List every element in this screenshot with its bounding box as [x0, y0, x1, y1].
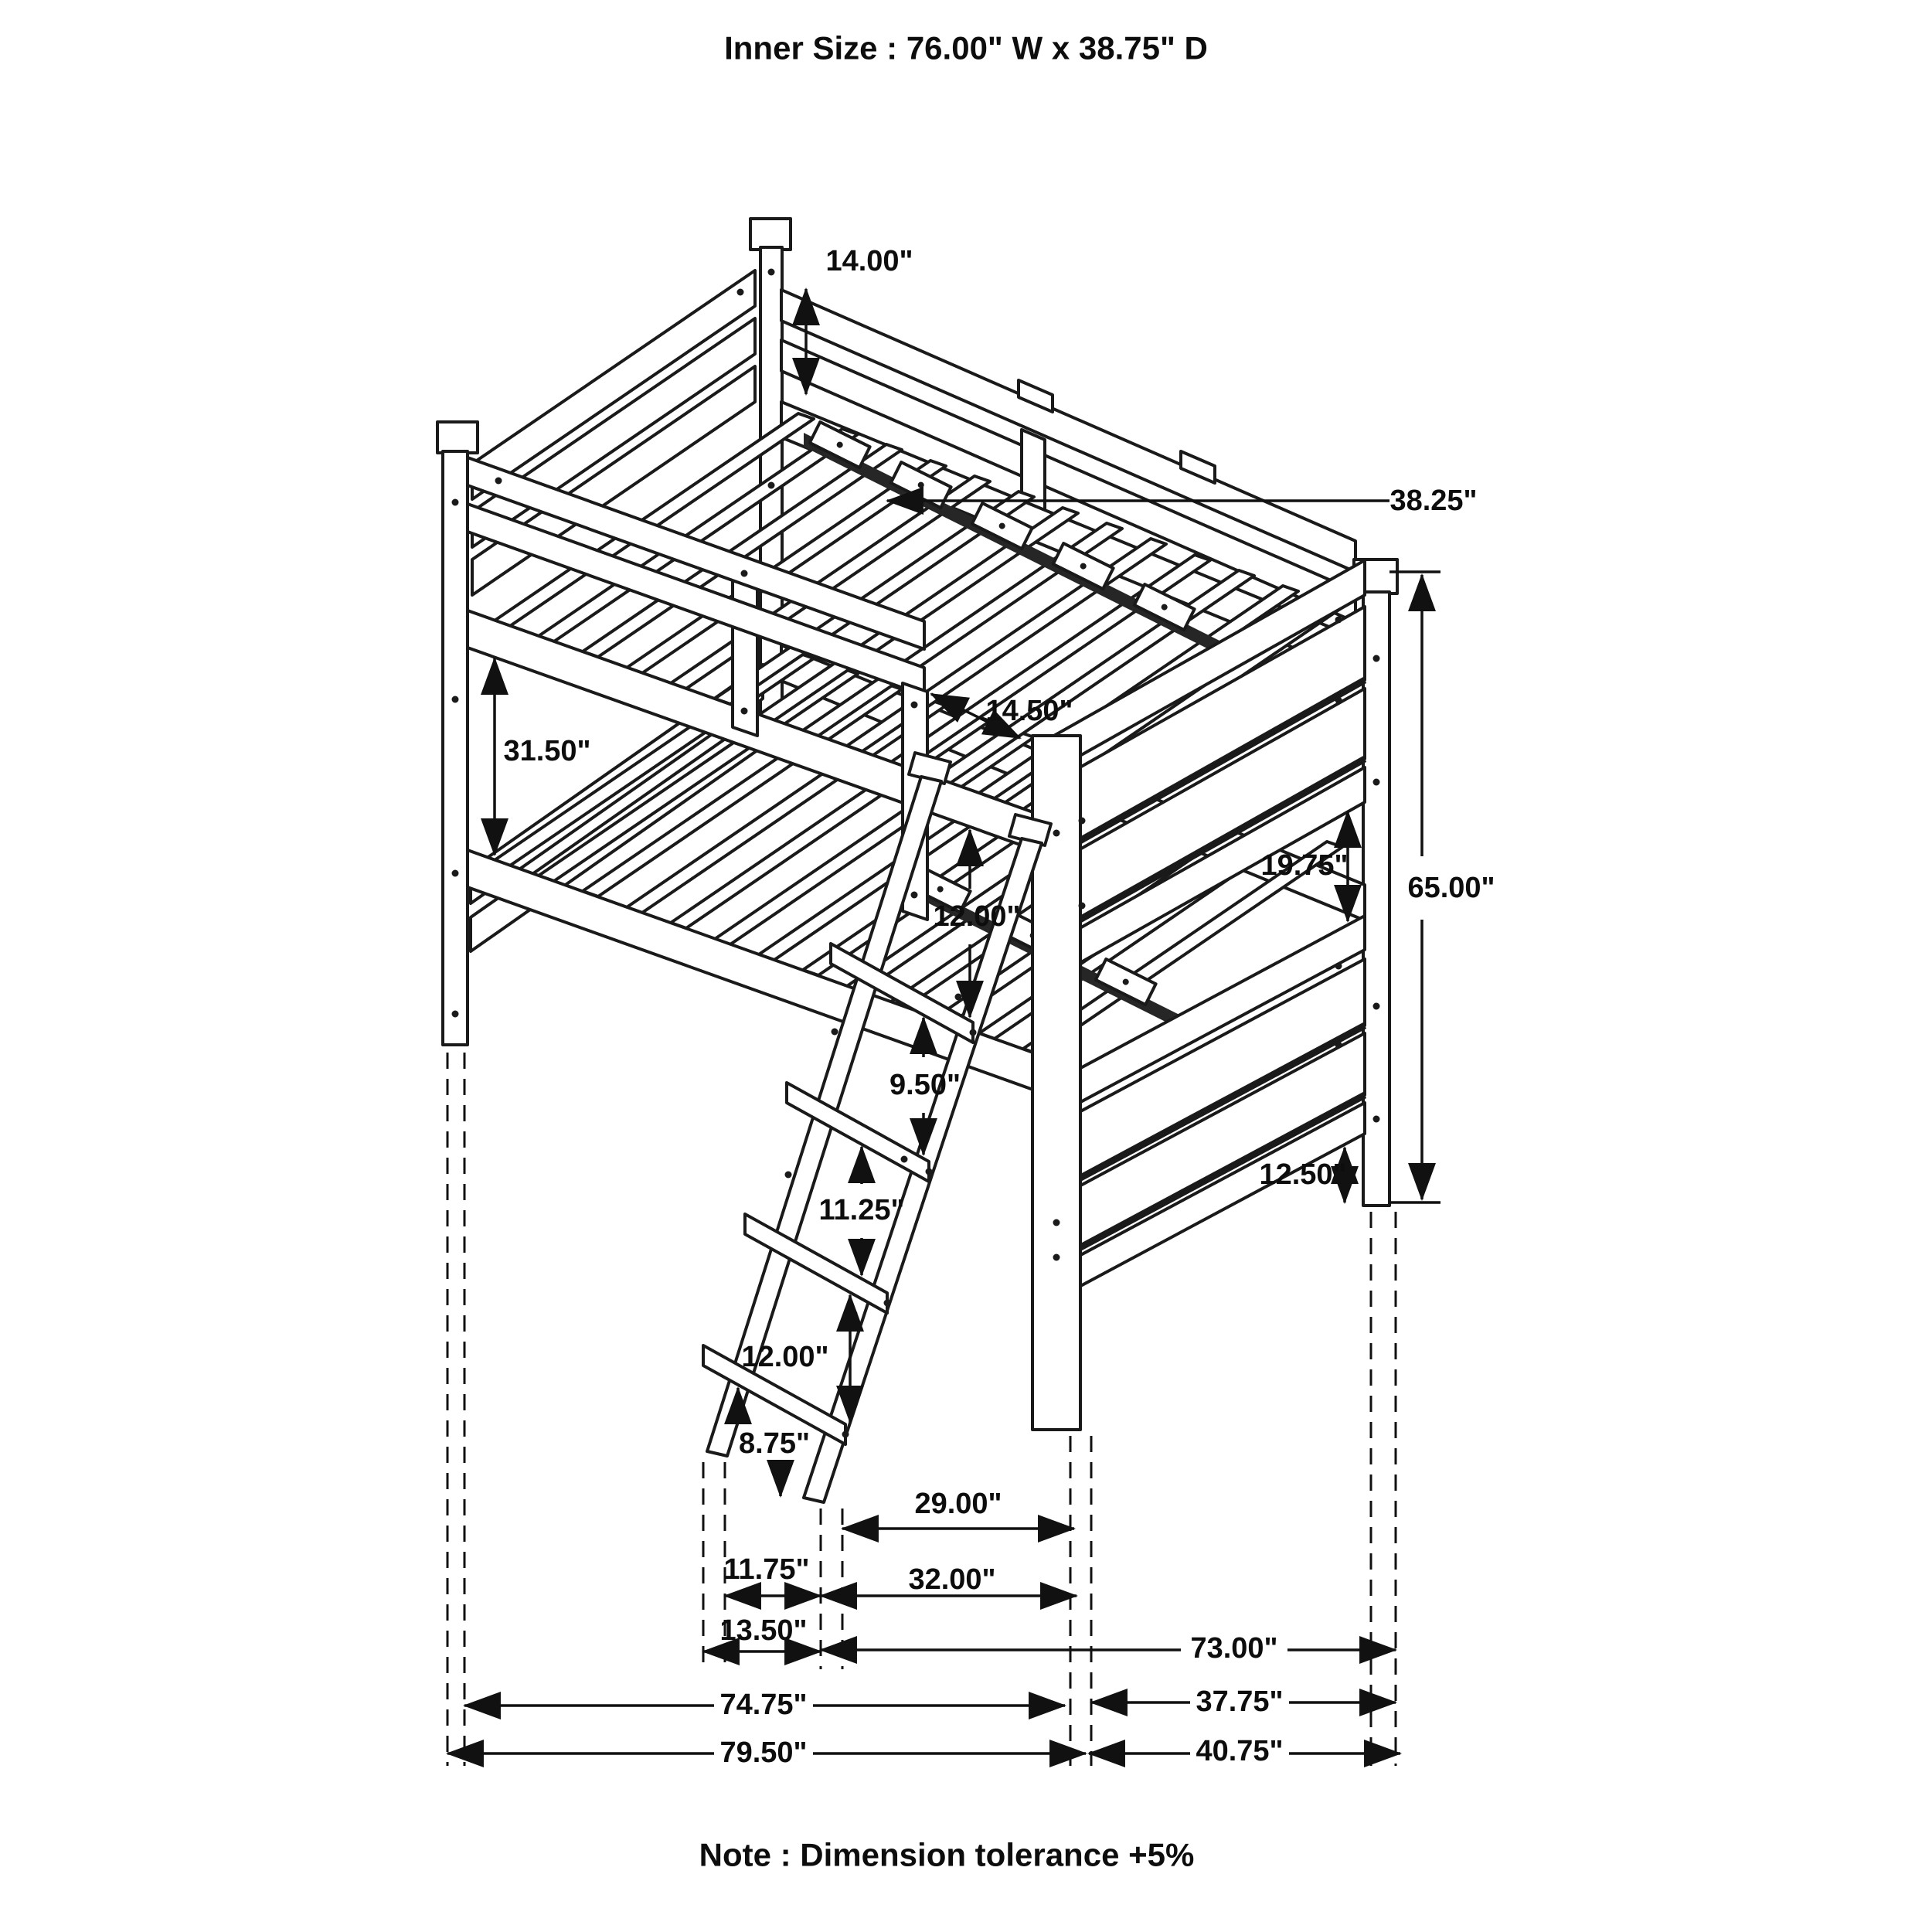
- ladder-left-hook: [907, 751, 952, 785]
- tolerance-note: Note : Dimension tolerance +5%: [699, 1837, 1195, 1873]
- front-left-post: [436, 420, 479, 1046]
- ladder-rung: [785, 1081, 930, 1183]
- dim-footboard-gap: 19.75": [1260, 849, 1348, 882]
- dim-frame-depth: 37.75": [1196, 1685, 1283, 1718]
- ladder-rung: [743, 1213, 889, 1315]
- ladder-rung: [702, 1344, 847, 1446]
- dim-ladder-gap-3: 11.25": [818, 1194, 904, 1226]
- dim-frame-length: 74.75": [719, 1689, 807, 1721]
- dim-ladder-gap-4: 12.00": [741, 1341, 828, 1373]
- bottom-bunk-footboard: [1038, 914, 1367, 1309]
- dim-headboard-rails-height: 14.00": [825, 245, 913, 277]
- ladder-rung: [829, 942, 975, 1044]
- dim-ladder-feet-outer: 13.50": [719, 1614, 807, 1647]
- dim-ladder-foot-to-post: 29.00": [914, 1488, 1002, 1520]
- dim-bunk-clearance: 31.50": [503, 735, 590, 767]
- dimension-annotations: 14.00" 38.25" 31.50" 14.50" 19.75" 65.00…: [445, 245, 1495, 1769]
- dim-leg-clearance: 12.50": [1259, 1158, 1346, 1191]
- dim-overall-length: 79.50": [719, 1736, 807, 1769]
- dim-inner-depth-top: 38.25": [1389, 485, 1477, 517]
- screw-holes: [451, 268, 1380, 1438]
- dim-ladder-foot-span: 32.00": [908, 1563, 995, 1596]
- bed-structure: [436, 217, 1399, 1504]
- dim-overall-height: 65.00": [1407, 872, 1495, 904]
- ladder-right-hook: [1008, 813, 1053, 847]
- top-bunk-footboard: [1038, 559, 1367, 987]
- dim-inner-length: 73.00": [1190, 1632, 1277, 1665]
- dim-ladder-gap-1: 12.00": [933, 900, 1020, 933]
- dim-guardrail-height: 14.50": [985, 695, 1073, 727]
- dim-ladder-gap-2: 9.50": [889, 1069, 961, 1101]
- dim-ladder-gap-5: 8.75": [739, 1427, 810, 1460]
- dim-overall-depth: 40.75": [1196, 1735, 1283, 1767]
- page-title: Inner Size : 76.00" W x 38.75" D: [724, 30, 1208, 66]
- dim-ladder-feet-inner: 11.75": [723, 1553, 809, 1586]
